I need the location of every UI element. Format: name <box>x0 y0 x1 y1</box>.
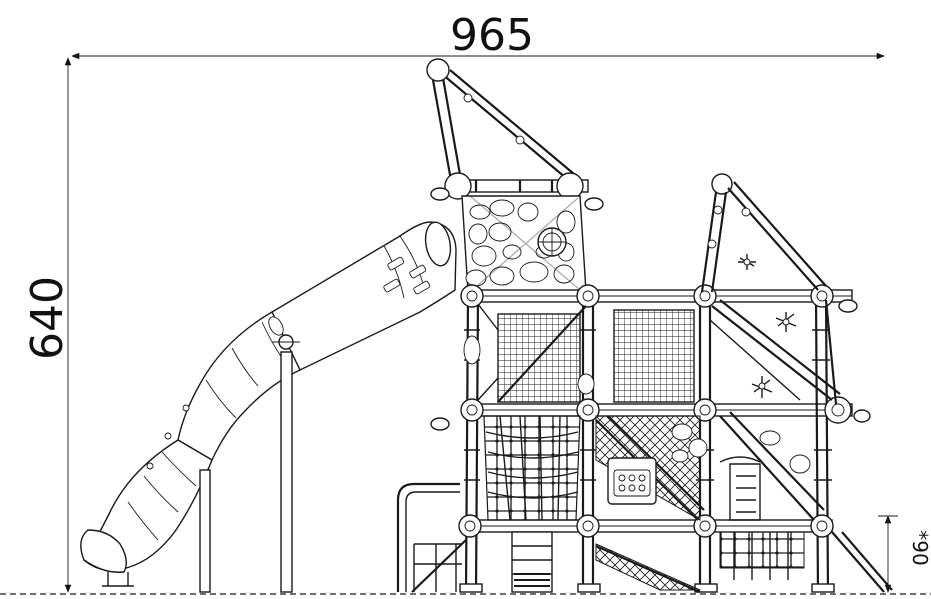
left-tower-roof <box>426 58 604 211</box>
height-dimension-label: 640 <box>22 276 73 360</box>
mesh-panels <box>477 303 695 403</box>
rock-climbing-wall <box>461 195 587 293</box>
lower-climbing-nets <box>396 335 893 594</box>
width-dimension-label: 965 <box>450 10 534 61</box>
main-frame <box>430 284 871 593</box>
right-tower-roof <box>700 173 841 405</box>
platform-height-label: *90 <box>908 530 931 565</box>
dimension-lines <box>64 52 898 593</box>
tube-slide <box>80 221 457 593</box>
